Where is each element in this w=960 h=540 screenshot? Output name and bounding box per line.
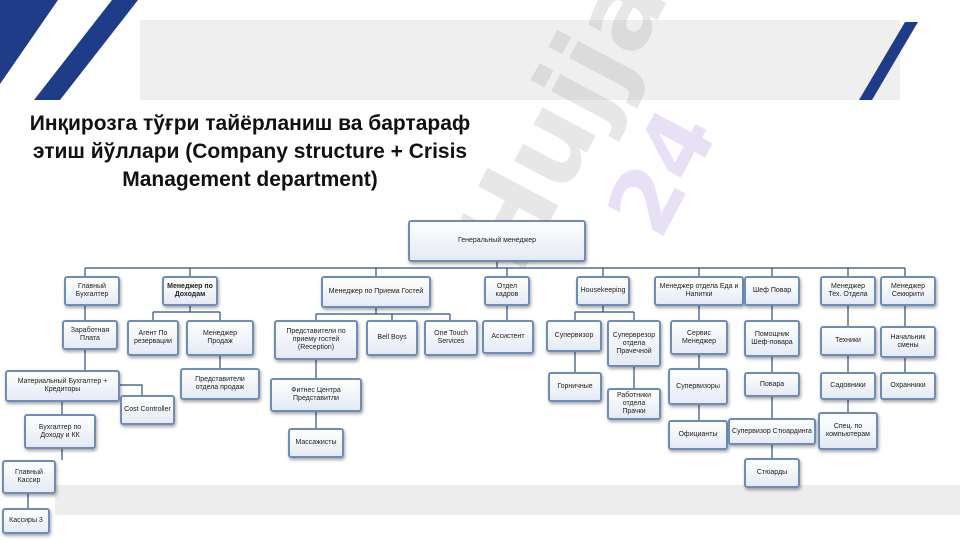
node-hr-department: Отдел кадров: [484, 276, 530, 306]
node-computer-specialists: Спец. по компьютерам: [818, 412, 878, 450]
node-payroll: Заработная Плата: [62, 320, 118, 350]
node-one-touch-services: One Touch Services: [424, 320, 478, 356]
node-tech-manager: Менеджер Тех. Отдела: [820, 276, 876, 306]
node-waiters: Официанты: [668, 420, 728, 450]
footer-band: [55, 485, 960, 515]
node-gardeners: Садовники: [820, 372, 876, 400]
node-fitness-center: Фитнес Центра Представитли: [270, 378, 362, 412]
node-materials-accountant: Материальный Бухгалтер + Кредиторы: [5, 370, 120, 402]
slide-title: Инқирозга тўғри тайёрланиш ва бартараф э…: [29, 112, 471, 191]
node-fnb-manager: Менеджер отдела Еда и Напитки: [654, 276, 744, 306]
node-stewards: Стюарды: [744, 458, 800, 488]
node-fnb-supervisors: Супервизоры: [668, 368, 728, 405]
node-hk-supervisor: Супервизор: [546, 320, 602, 352]
node-general-manager: Генеральный менеджер: [408, 220, 586, 262]
node-chief-accountant: Главный Бухгалтер: [64, 276, 120, 306]
node-maids: Горничные: [548, 372, 602, 402]
node-sales-representatives: Представители отдела продаж: [180, 368, 260, 400]
node-income-accountant: Бухгалтер по Доходу и КК: [24, 414, 96, 449]
node-security-manager: Менеджер Секюрити: [880, 276, 936, 306]
node-technicians: Техники: [820, 326, 876, 356]
node-front-office-manager: Менеджер по Приема Гостей: [321, 276, 431, 308]
node-guards: Охранники: [880, 372, 936, 400]
node-shift-supervisor: Начальник смены: [880, 326, 936, 358]
stripe-left: [34, 0, 138, 100]
node-massage-therapists: Массажисты: [288, 428, 344, 458]
node-sales-manager: Менеджер Продаж: [186, 320, 254, 356]
node-cashiers: Кассиры 3: [2, 508, 50, 534]
node-laundry-staff: Работники отдела Прачки: [607, 388, 661, 420]
header-band: [140, 20, 900, 100]
stripe-right: [859, 22, 918, 100]
node-chef: Шеф Повар: [744, 276, 800, 306]
node-sous-chef: Помощник Шеф-повара: [744, 320, 800, 357]
node-bell-boys: Bell Boys: [366, 320, 418, 356]
corner-stripe-left: [0, 0, 58, 84]
node-cost-controller: Cost Controller: [120, 395, 175, 425]
node-revenue-manager: Менеджер по Доходам: [162, 276, 218, 306]
node-hr-assistant: Ассистент: [482, 320, 534, 354]
node-reservation-agent: Агент По резервации: [127, 320, 179, 356]
node-housekeeping: Housekeeping: [576, 276, 630, 306]
node-steward-supervisor: Супервизор Стюардинга: [728, 418, 816, 445]
node-chief-cashier: Главный Кассир: [2, 460, 56, 494]
node-laundry-supervisor: Суперврезор отдела Прачечной: [607, 320, 661, 367]
node-service-manager: Сервис Менеджер: [670, 320, 728, 355]
node-reception: Представители по приему гостей (Receptio…: [274, 320, 358, 360]
node-cooks: Повара: [744, 372, 800, 397]
